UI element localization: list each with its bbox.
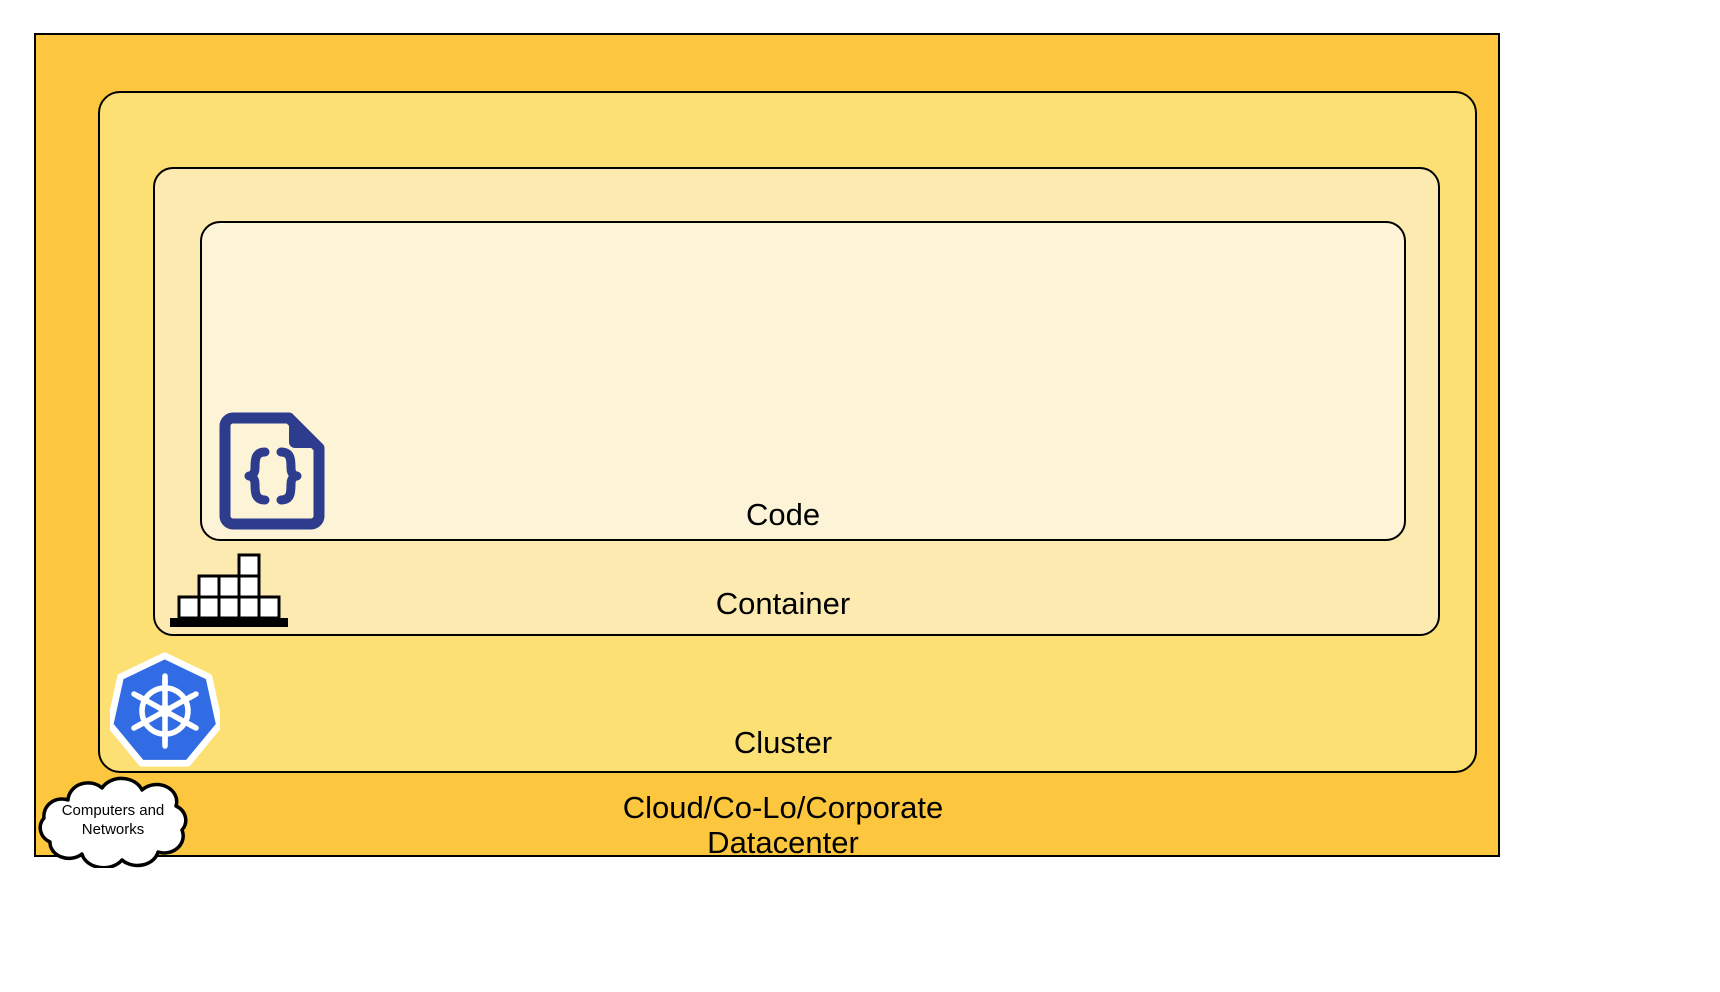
computers-networks-cloud-callout: Computers and Networks — [30, 772, 196, 868]
layer-label-container: Container — [715, 586, 851, 621]
layer-label-code: Code — [745, 497, 821, 532]
container-boxes-stack-icon — [168, 552, 290, 628]
cloud-shape-icon — [38, 776, 188, 868]
layer-label-datacenter: Cloud/Co-Lo/Corporate Datacenter — [622, 790, 944, 860]
code-file-braces-icon — [219, 410, 327, 534]
kubernetes-helm-icon — [106, 650, 223, 770]
layer-label-cluster: Cluster — [733, 725, 833, 760]
layer-code — [200, 221, 1406, 541]
